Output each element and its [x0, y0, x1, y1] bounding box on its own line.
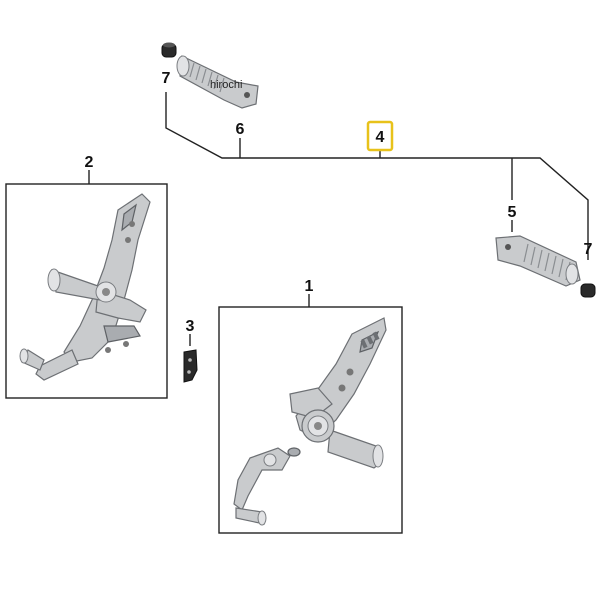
leader-lines [88, 92, 589, 346]
part-label-7-right: 7 [584, 241, 593, 258]
assembly-box-1 [218, 306, 403, 534]
footpeg-top [176, 55, 259, 109]
part-label-1: 1 [305, 278, 314, 295]
assembly-box-2 [5, 183, 168, 399]
rearset-left [19, 193, 151, 381]
rubber-cap-right [580, 283, 596, 298]
watermark-text: hirochi [210, 79, 242, 91]
bracket-small [183, 349, 198, 383]
rearset-right [233, 317, 387, 526]
part-label-4: 4 [376, 129, 385, 146]
part-label-5: 5 [508, 204, 517, 221]
part-label-2: 2 [85, 154, 94, 171]
rubber-cap-top [161, 42, 177, 58]
footpeg-right [495, 235, 581, 287]
highlight-box [366, 120, 394, 152]
part-label-6: 6 [236, 121, 245, 138]
part-label-7-top: 7 [162, 70, 171, 87]
part-label-3: 3 [186, 318, 195, 335]
